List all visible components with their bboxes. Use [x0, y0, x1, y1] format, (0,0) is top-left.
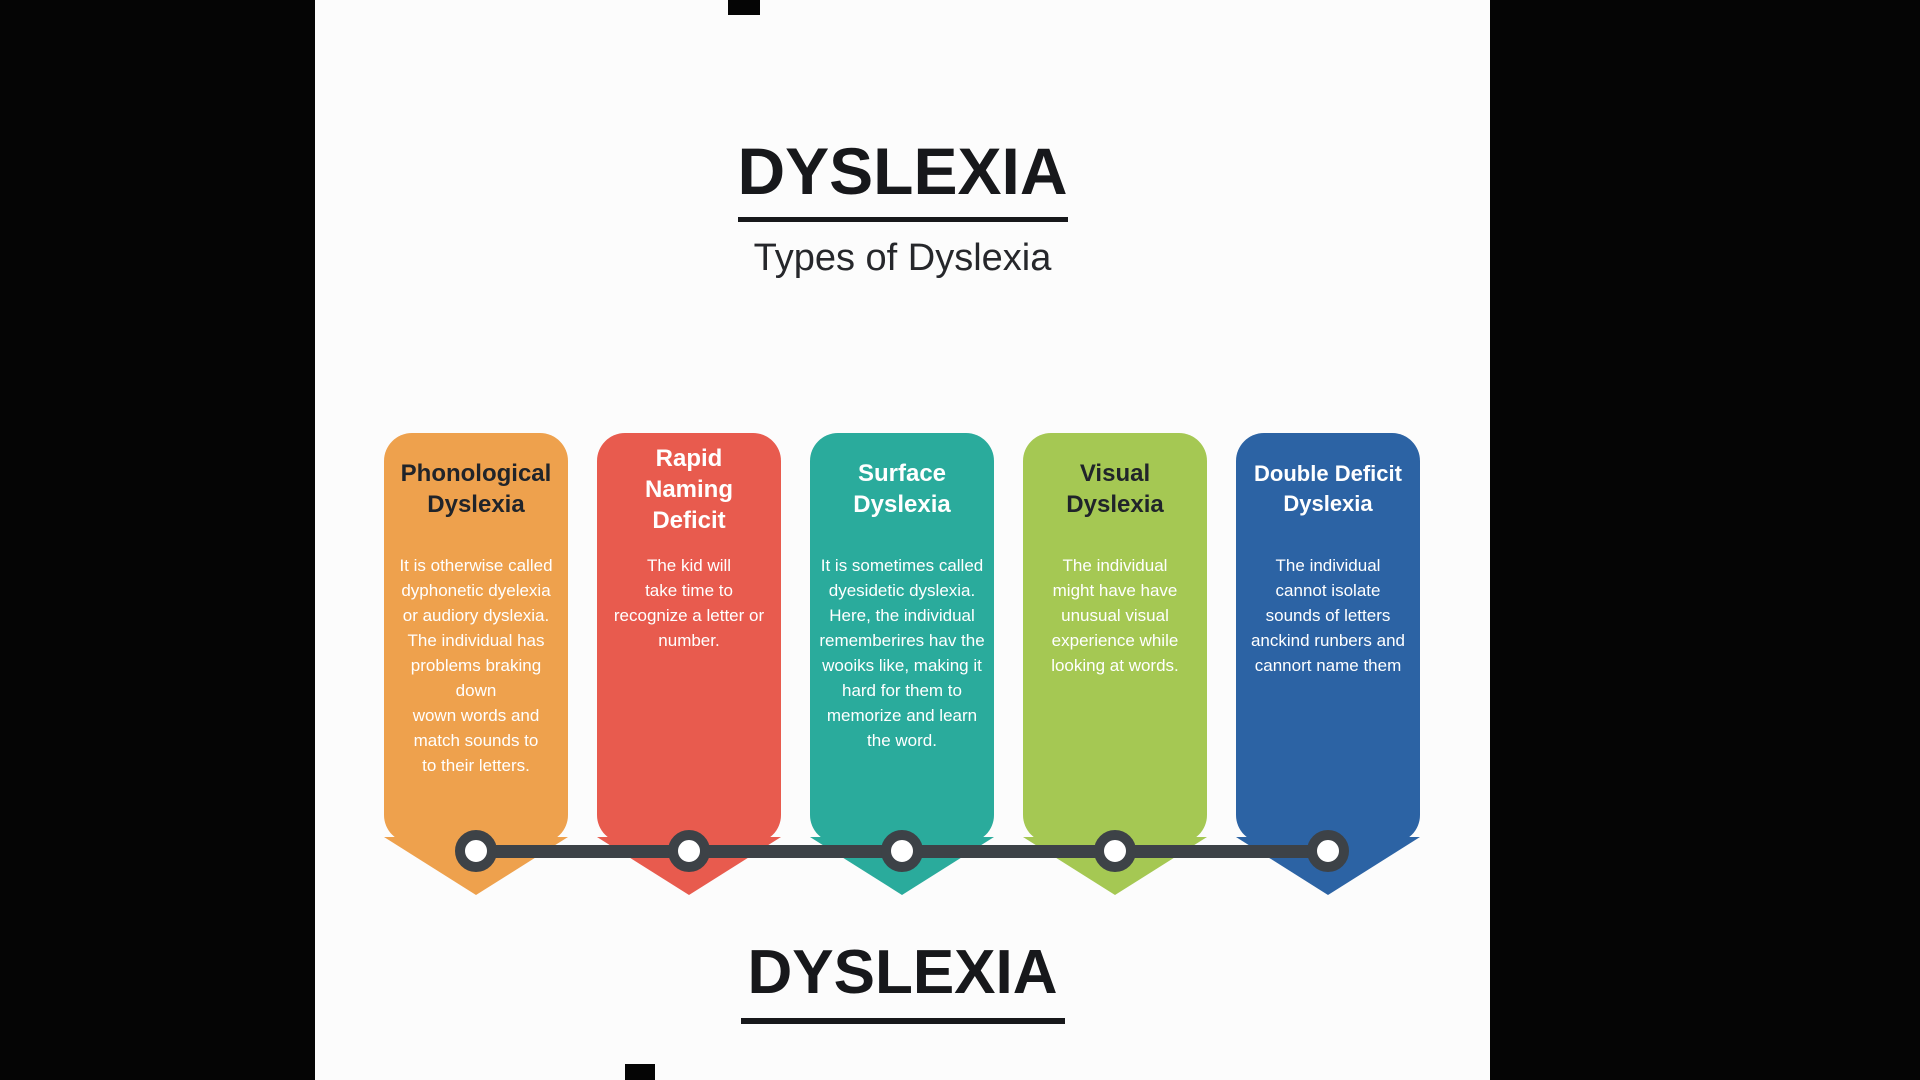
timeline-nodes [384, 828, 1420, 874]
page-title: DYSLEXIA [737, 134, 1068, 208]
banner-card: Rapid Naming Deficit The kid will take t… [597, 433, 781, 843]
banner-body: It is sometimes called dyesidetic dyslex… [819, 556, 985, 750]
banner-phonological-dyslexia: Phonological Dyslexia It is otherwise ca… [384, 361, 568, 895]
timeline-node [1094, 830, 1136, 872]
scan-artifact-bottom [625, 1064, 655, 1080]
infographic-canvas: DYSLEXIA Types of Dyslexia Phonological … [315, 0, 1490, 1080]
timeline-node [668, 830, 710, 872]
scan-artifact-top [728, 0, 760, 15]
timeline-node [455, 830, 497, 872]
banner-visual-dyslexia: Visual Dyslexia The individual might hav… [1023, 361, 1207, 895]
banner-surface-dyslexia: Surface Dyslexia It is sometimes called … [810, 361, 994, 895]
footer-title: DYSLEXIA [747, 938, 1058, 1007]
banner-card: Surface Dyslexia It is sometimes called … [810, 433, 994, 843]
banner-double-deficit-dyslexia: Double Deficit Dyslexia The individual c… [1236, 361, 1420, 895]
banner-card: Phonological Dyslexia It is otherwise ca… [384, 433, 568, 843]
timeline-slot [810, 828, 994, 874]
banner-body: It is otherwise called dyphonetic dyelex… [399, 556, 553, 775]
banner-body: The individual might have have unusual v… [1051, 556, 1179, 675]
page-subtitle: Types of Dyslexia [753, 237, 1052, 279]
timeline-slot [1236, 828, 1420, 874]
banner-heading: Double Deficit Dyslexia [1254, 461, 1402, 516]
timeline [384, 828, 1420, 874]
banner-body: The kid will take time to recognize a le… [613, 556, 765, 650]
timeline-slot [1023, 828, 1207, 874]
banner-card: Double Deficit Dyslexia The individual c… [1236, 433, 1420, 843]
footer-underline [740, 1018, 1065, 1024]
banner-rapid-naming-deficit: Rapid Naming Deficit The kid will take t… [597, 361, 781, 895]
banner-heading: Rapid Naming Deficit [644, 444, 733, 534]
banner-row: Phonological Dyslexia It is otherwise ca… [384, 361, 1420, 895]
timeline-slot [597, 828, 781, 874]
timeline-node [881, 830, 923, 872]
banner-body: The individual cannot isolate sounds of … [1250, 556, 1406, 675]
banner-heading: Surface Dyslexia [853, 460, 951, 518]
timeline-slot [384, 828, 568, 874]
timeline-node [1307, 830, 1349, 872]
banner-heading: Visual Dyslexia [1066, 460, 1164, 518]
banner-card: Visual Dyslexia The individual might hav… [1023, 433, 1207, 843]
banner-heading: Phonological Dyslexia [400, 460, 552, 518]
title-underline [737, 217, 1068, 222]
